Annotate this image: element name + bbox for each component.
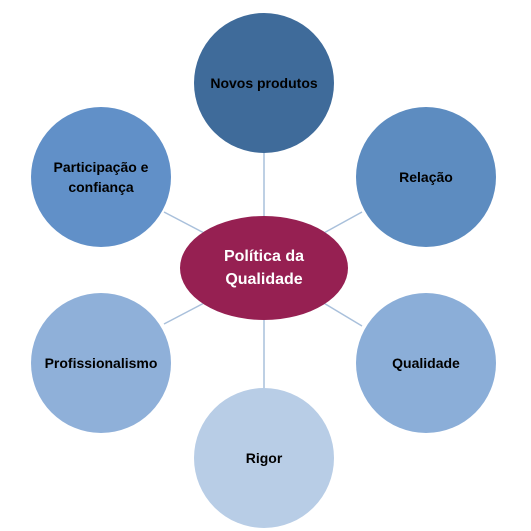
node-qualidade: Qualidade [356,293,496,433]
node-profissionalismo: Profissionalismo [31,293,171,433]
node-label: Novos produtos [210,74,318,91]
node-relacao: Relação [356,107,496,247]
connector-left-bottom [163,301,207,325]
center-label: Política da Qualidade [223,247,305,288]
node-label: Participação e confiança [53,158,149,195]
center-politica-da-qualidade: Política da Qualidade [180,216,348,320]
node-label: Qualidade [392,354,460,371]
connector-right-top [321,211,363,235]
node-label: Rigor [245,449,283,466]
node-label: Relação [399,168,453,185]
connector-right-bottom [321,301,363,327]
node-rigor: Rigor [194,388,334,528]
node-participacao-e-confianca: Participação e confiança [31,107,171,247]
node-novos-produtos: Novos produtos [194,13,334,153]
connector-left-top [163,211,207,235]
node-label: Profissionalismo [44,354,158,371]
